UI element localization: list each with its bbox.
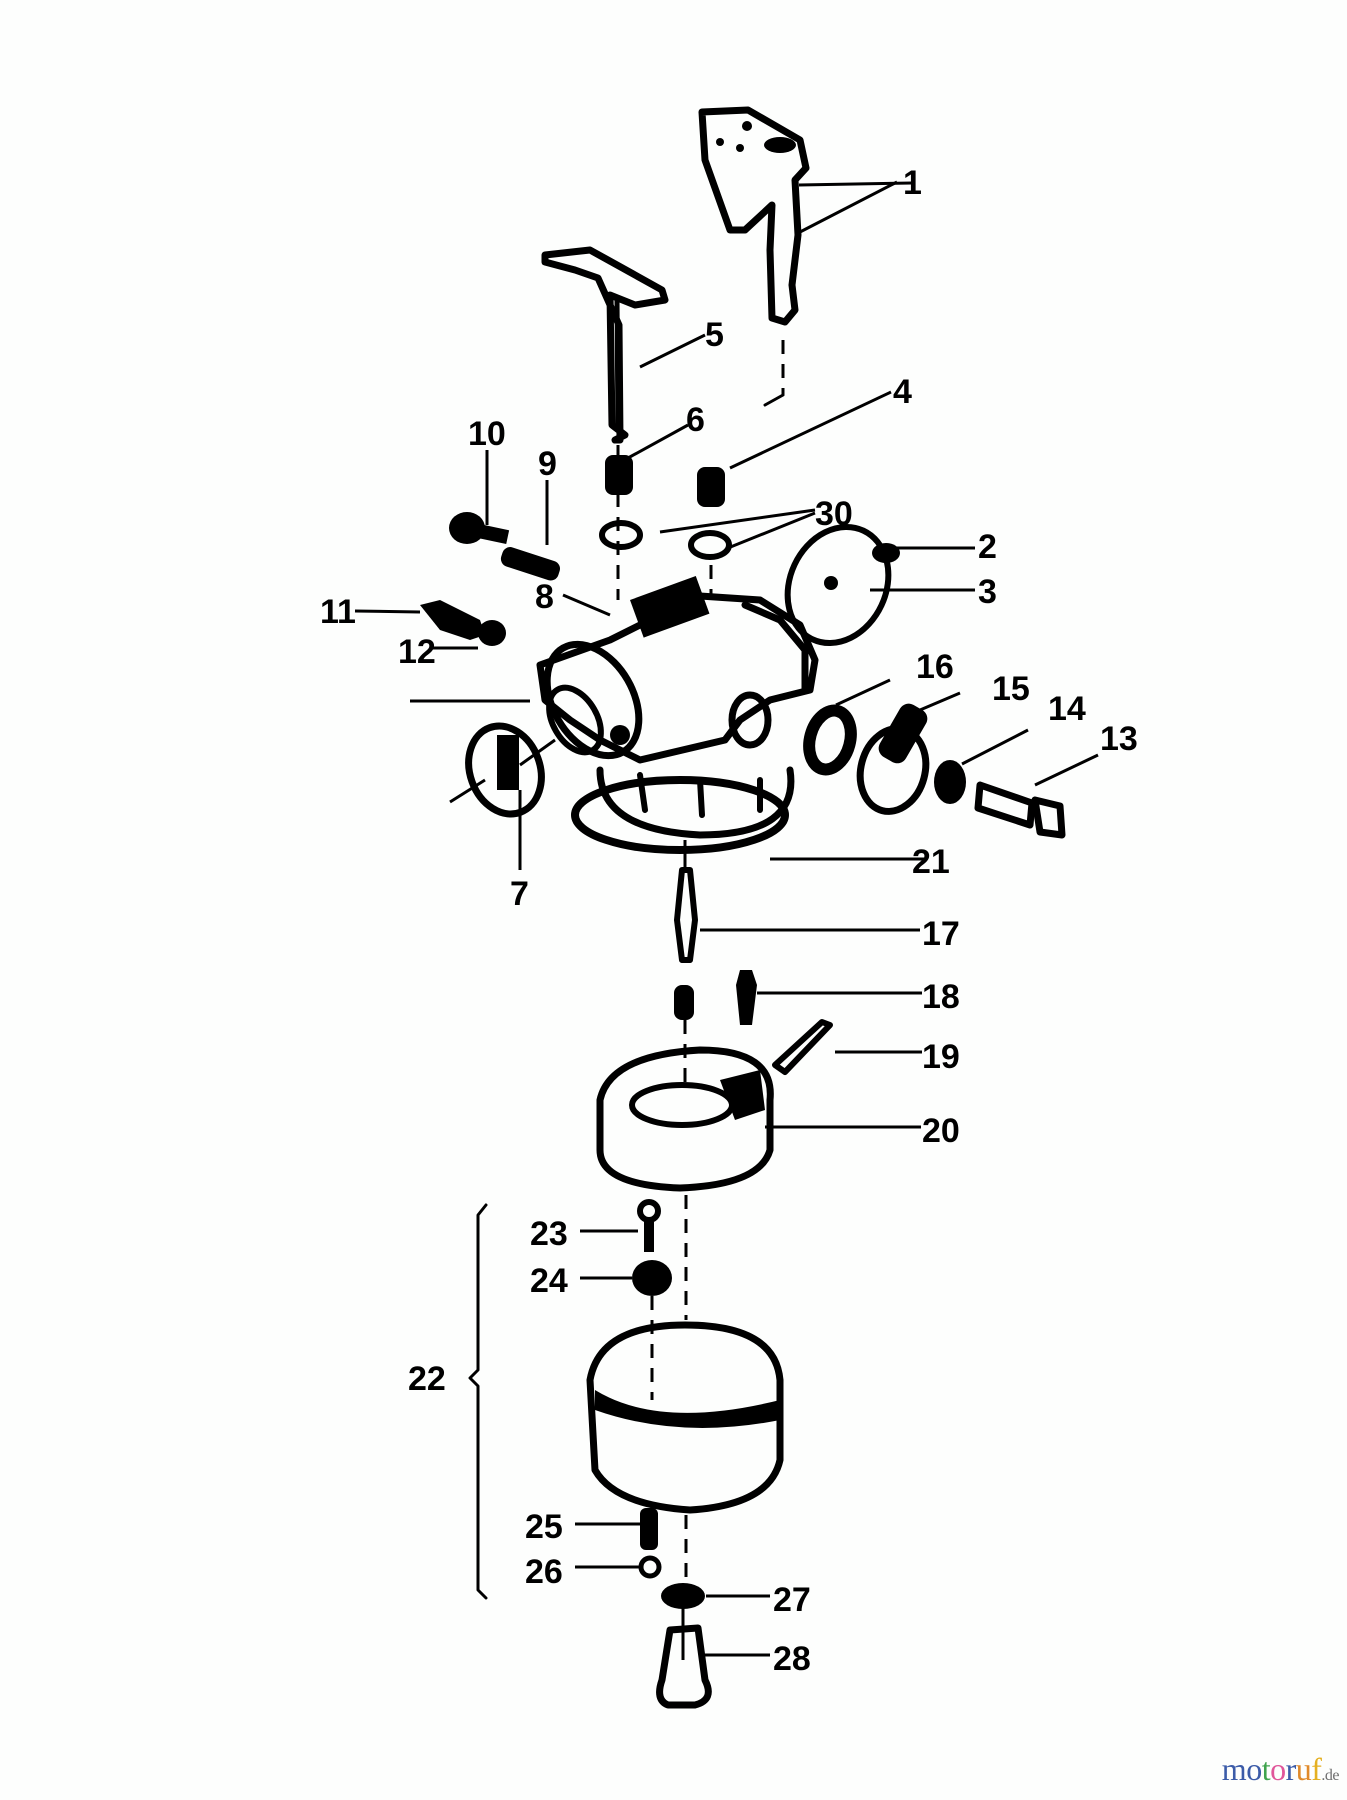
callout-7: 7 (510, 875, 529, 913)
callout-25: 25 (525, 1508, 563, 1546)
watermark-letter: f (1311, 1751, 1322, 1787)
part-21-gasket (571, 776, 789, 854)
group-22-bracket (468, 1203, 488, 1600)
part-30-seals (599, 520, 732, 595)
callout-30: 30 (815, 495, 853, 533)
part-27-gasket (661, 1583, 705, 1609)
part-5-throttle-lever (541, 246, 669, 600)
part-22-bowl (586, 1321, 784, 1580)
callout-27: 27 (773, 1581, 811, 1619)
part-3-choke-plate (784, 523, 892, 647)
part-17-needle-pin (674, 840, 698, 1090)
part-4-spring (697, 467, 725, 507)
callout-13: 13 (1100, 720, 1138, 758)
part-23-pin (637, 1199, 661, 1252)
leader-lines (354, 180, 1099, 1657)
callout-16: 16 (916, 648, 954, 686)
part-14-washer (934, 760, 966, 804)
part-10-screw (449, 512, 510, 545)
callout-26: 26 (525, 1553, 563, 1591)
watermark-suffix: .de (1321, 1767, 1339, 1784)
part-7-throttle-plate (465, 722, 545, 818)
callout-19: 19 (922, 1038, 960, 1076)
part-12-washer (478, 620, 506, 646)
callout-4: 4 (893, 373, 912, 411)
watermark-logo: motoruf.de (1221, 1751, 1340, 1788)
callout-10: 10 (468, 415, 506, 453)
part-25-spring (640, 1508, 658, 1550)
callout-labels: 1 2 3 4 5 6 7 8 9 10 11 12 13 14 15 16 1… (320, 164, 1138, 1678)
part-11-screw (420, 600, 485, 640)
part-19-float-pin (772, 1019, 833, 1075)
callout-28: 28 (773, 1640, 811, 1678)
part-1-choke-lever (698, 106, 810, 407)
callout-17: 17 (922, 915, 960, 953)
watermark-letter: t (1261, 1751, 1271, 1787)
callout-3: 3 (978, 573, 997, 611)
callout-23: 23 (530, 1215, 568, 1253)
part-6-spring (605, 455, 633, 495)
callout-11: 11 (320, 593, 356, 631)
part-20-float (596, 1046, 774, 1320)
watermark-letter: u (1295, 1751, 1312, 1787)
watermark-letter: o (1246, 1751, 1262, 1787)
callout-12: 12 (398, 633, 436, 671)
part-16-gasket (803, 704, 857, 776)
part-24-ball (632, 1260, 672, 1400)
callout-18: 18 (922, 978, 960, 1016)
callout-15: 15 (992, 670, 1030, 708)
part-18-inlet-needle (736, 970, 757, 1025)
callout-14: 14 (1048, 690, 1086, 728)
callout-9: 9 (538, 445, 557, 483)
watermark-letter: r (1285, 1751, 1297, 1787)
callout-20: 20 (922, 1112, 960, 1150)
part-15-nozzle (856, 703, 930, 815)
callout-5: 5 (705, 316, 724, 354)
carburetor-body (536, 576, 819, 839)
part-9-spring (500, 547, 560, 581)
part-26-washer (638, 1555, 662, 1579)
watermark-letter: o (1270, 1751, 1286, 1787)
watermark-letter: m (1221, 1751, 1247, 1787)
callout-21: 21 (912, 843, 950, 881)
part-28-bowl-nut (656, 1608, 712, 1709)
callout-8: 8 (535, 578, 554, 616)
part-13-bolt (974, 781, 1066, 839)
callout-1: 1 (903, 164, 922, 202)
callout-6: 6 (686, 401, 705, 439)
callout-22: 22 (408, 1360, 446, 1398)
callout-24: 24 (530, 1262, 568, 1300)
part-2-screw (872, 543, 900, 563)
callout-2: 2 (978, 528, 997, 566)
